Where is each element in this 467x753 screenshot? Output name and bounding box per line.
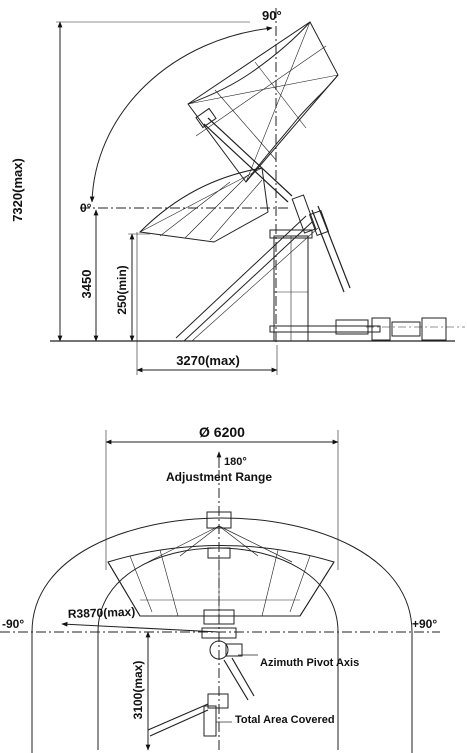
lower-reflector [138, 167, 269, 243]
angle-0-label: 0° [80, 201, 92, 215]
dim-min-clearance: 250(min) [115, 265, 129, 314]
pivot-hub [201, 627, 243, 660]
adjustment-range-label: Adjustment Range [166, 470, 272, 484]
total-area-label: Total Area Covered [235, 714, 335, 726]
raised-reflector [187, 21, 339, 183]
dim-radius: R3870(max) [68, 605, 136, 621]
angle-180-label: 180° [224, 456, 247, 468]
dim-pivot-height: 3450 [79, 270, 94, 299]
dim-diameter: Ø 6200 [199, 424, 245, 440]
azimuth-pivot-label: Azimuth Pivot Axis [260, 657, 359, 669]
pedestal [269, 229, 313, 342]
elevation-jack [291, 194, 351, 293]
dim-line-radius [61, 621, 220, 633]
dish-top [107, 511, 335, 625]
side-view [50, 8, 465, 375]
azimuth-drive-arm [147, 657, 255, 737]
dim-reach: 3270(max) [176, 353, 240, 368]
dim-total-height: 7320(max) [10, 158, 25, 222]
adjustment-range-arc [31, 517, 413, 633]
angle-minus-90-label: -90° [2, 617, 24, 631]
top-view [0, 430, 440, 753]
base-drive [269, 317, 465, 341]
elevation-arc [89, 26, 273, 203]
dim-offset: 3100(max) [131, 661, 145, 720]
angle-plus-90-label: +90° [412, 617, 437, 631]
angle-90-label: 90° [262, 8, 282, 23]
